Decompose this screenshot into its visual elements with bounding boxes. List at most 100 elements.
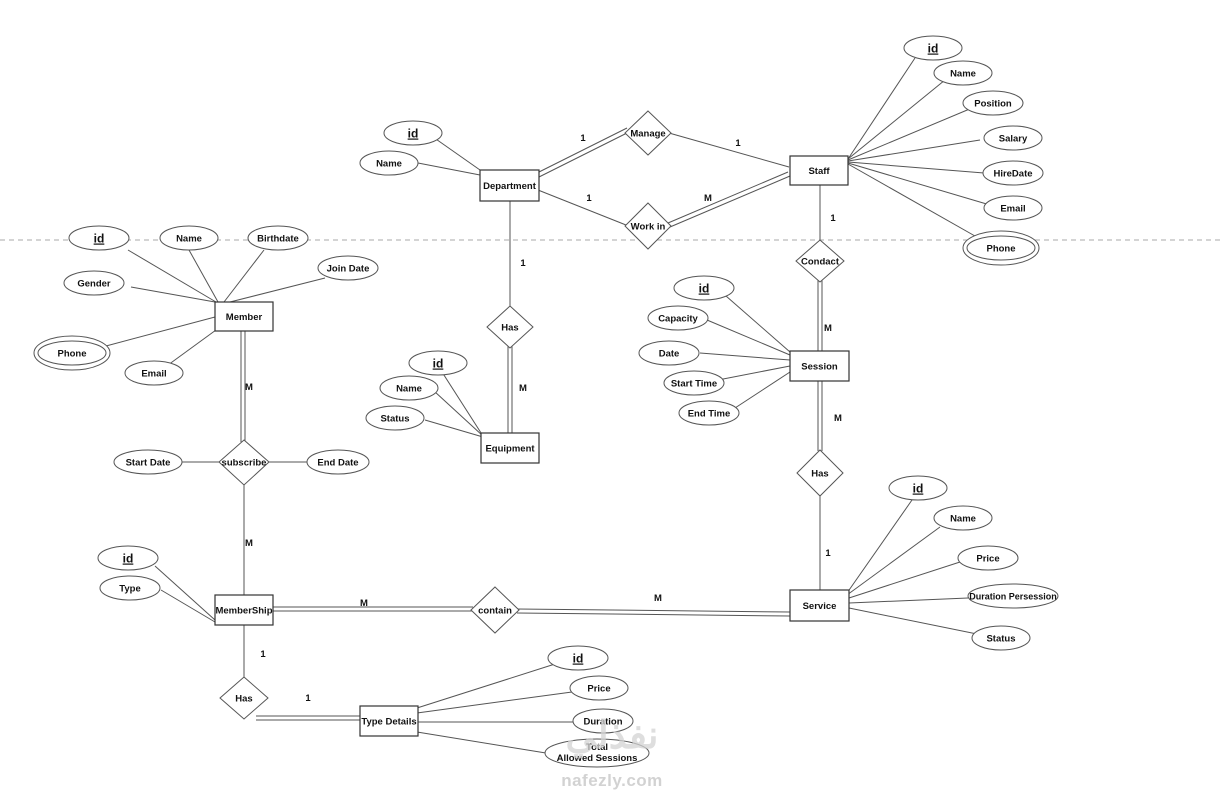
attribute-service-duration: Duration Persession bbox=[967, 583, 1059, 609]
connector-line bbox=[154, 565, 216, 621]
attribute-type-details-price: Price bbox=[569, 675, 629, 701]
connector-line bbox=[433, 390, 484, 437]
connector-line bbox=[699, 352, 791, 361]
connector-line bbox=[734, 371, 791, 409]
attribute-service-name: Name bbox=[933, 505, 993, 531]
connector-line bbox=[847, 79, 946, 160]
connector-line bbox=[848, 561, 961, 599]
cardinality-label: 1 bbox=[580, 133, 586, 144]
attribute-key-label: id bbox=[433, 357, 444, 371]
relationship-label: Has bbox=[811, 469, 828, 480]
entity-staff: Staff bbox=[789, 155, 849, 186]
connector-line bbox=[188, 249, 219, 303]
connector-line bbox=[848, 607, 978, 635]
connector-line bbox=[130, 286, 216, 303]
attribute-member-join-date: Join Date bbox=[317, 255, 379, 281]
cardinalities: 1 1 1 M 1 M 1 M M 1 M M M M 1 1 bbox=[245, 133, 842, 704]
attribute-label: Email bbox=[1000, 204, 1025, 215]
connector-line bbox=[725, 295, 791, 353]
connector-line bbox=[669, 175, 791, 228]
connector-line bbox=[537, 189, 627, 226]
cardinality-label: M bbox=[704, 193, 712, 204]
relationship-label: Work in bbox=[631, 222, 666, 233]
connector-line bbox=[717, 365, 791, 381]
cardinality-label: M bbox=[519, 383, 527, 394]
attribute-staff-salary: Salary bbox=[983, 125, 1043, 151]
connectors bbox=[105, 57, 991, 755]
attribute-key-label: id bbox=[573, 652, 584, 666]
cardinality-label: 1 bbox=[260, 649, 266, 660]
entity-label: Equipment bbox=[485, 444, 535, 455]
connector-line bbox=[416, 663, 556, 709]
attribute-member-phone: Phone bbox=[33, 335, 111, 371]
attribute-label: Salary bbox=[999, 134, 1028, 145]
relationship-contain: contain bbox=[470, 586, 520, 634]
attribute-label: Name bbox=[950, 514, 976, 525]
attribute-key-label: id bbox=[94, 232, 105, 246]
attribute-staff-phone: Phone bbox=[962, 230, 1040, 266]
relationship-label: Condact bbox=[801, 257, 840, 268]
connector-line bbox=[223, 249, 265, 303]
entity-membership: MemberShip bbox=[214, 594, 274, 626]
attribute-label: Allowed Sessions bbox=[557, 753, 638, 764]
attribute-type-details-total-sessions: Total Allowed Sessions bbox=[544, 738, 650, 768]
attribute-label: Status bbox=[380, 414, 409, 425]
entity-label: Session bbox=[801, 362, 838, 373]
connector-line bbox=[432, 136, 481, 171]
attribute-key-label: id bbox=[928, 42, 939, 56]
attribute-label: Duration Persession bbox=[969, 592, 1057, 602]
attribute-label: Capacity bbox=[658, 314, 698, 325]
connector-line bbox=[229, 277, 326, 303]
entity-service: Service bbox=[789, 589, 850, 622]
cardinality-label: M bbox=[654, 593, 662, 604]
watermark-latin: nafezly.com bbox=[561, 771, 663, 790]
attribute-type-details-id: id bbox=[547, 645, 609, 671]
connector-line bbox=[847, 107, 973, 161]
relationship-subscribe: subscribe bbox=[218, 439, 270, 486]
relationship-has-type: Has bbox=[219, 676, 269, 720]
cardinality-label: 1 bbox=[586, 193, 592, 204]
attribute-service-status: Status bbox=[971, 625, 1031, 651]
attribute-staff-name: Name bbox=[933, 60, 993, 86]
attribute-label: End Date bbox=[317, 458, 358, 469]
connector-line bbox=[416, 691, 573, 714]
connector-line bbox=[847, 163, 983, 241]
connector-line bbox=[127, 249, 217, 303]
attribute-label: Name bbox=[376, 159, 402, 170]
relationship-manage: Manage bbox=[624, 110, 672, 156]
attribute-service-id: id bbox=[888, 475, 948, 501]
cardinality-label: 1 bbox=[825, 548, 831, 559]
attribute-label: Price bbox=[587, 684, 610, 695]
cardinality-label: 1 bbox=[735, 138, 741, 149]
entity-department: Department bbox=[479, 169, 540, 202]
attribute-label: Total bbox=[586, 742, 608, 753]
attribute-label: Birthdate bbox=[257, 234, 299, 245]
attribute-label: Duration bbox=[583, 717, 622, 728]
attribute-label: Status bbox=[986, 634, 1015, 645]
relationship-label: subscribe bbox=[222, 458, 267, 469]
attribute-department-id: id bbox=[383, 120, 443, 146]
connector-line bbox=[416, 731, 553, 755]
attribute-label: Date bbox=[659, 349, 680, 360]
attribute-membership-type: Type bbox=[99, 575, 161, 601]
entity-label: Member bbox=[226, 312, 263, 323]
attribute-department-name: Name bbox=[359, 150, 419, 176]
attribute-session-date: Date bbox=[638, 340, 700, 366]
attribute-staff-email: Email bbox=[983, 195, 1043, 221]
connector-line bbox=[847, 57, 916, 160]
attribute-session-end-time: End Time bbox=[678, 400, 740, 426]
entity-label: MemberShip bbox=[215, 606, 272, 617]
connector-line bbox=[160, 589, 216, 623]
attribute-session-capacity: Capacity bbox=[647, 305, 709, 331]
cardinality-label: M bbox=[245, 538, 253, 549]
connector-line bbox=[516, 608, 791, 613]
attribute-label: Name bbox=[950, 69, 976, 80]
attribute-label: Phone bbox=[986, 244, 1015, 255]
connector-line bbox=[846, 526, 941, 596]
attribute-subscribe-start-date: Start Date bbox=[113, 449, 183, 475]
entity-label: Type Details bbox=[361, 717, 416, 728]
connector-line bbox=[536, 127, 628, 174]
attribute-member-email: Email bbox=[124, 360, 184, 386]
cardinality-label: 1 bbox=[830, 213, 836, 224]
connector-line bbox=[847, 161, 985, 174]
